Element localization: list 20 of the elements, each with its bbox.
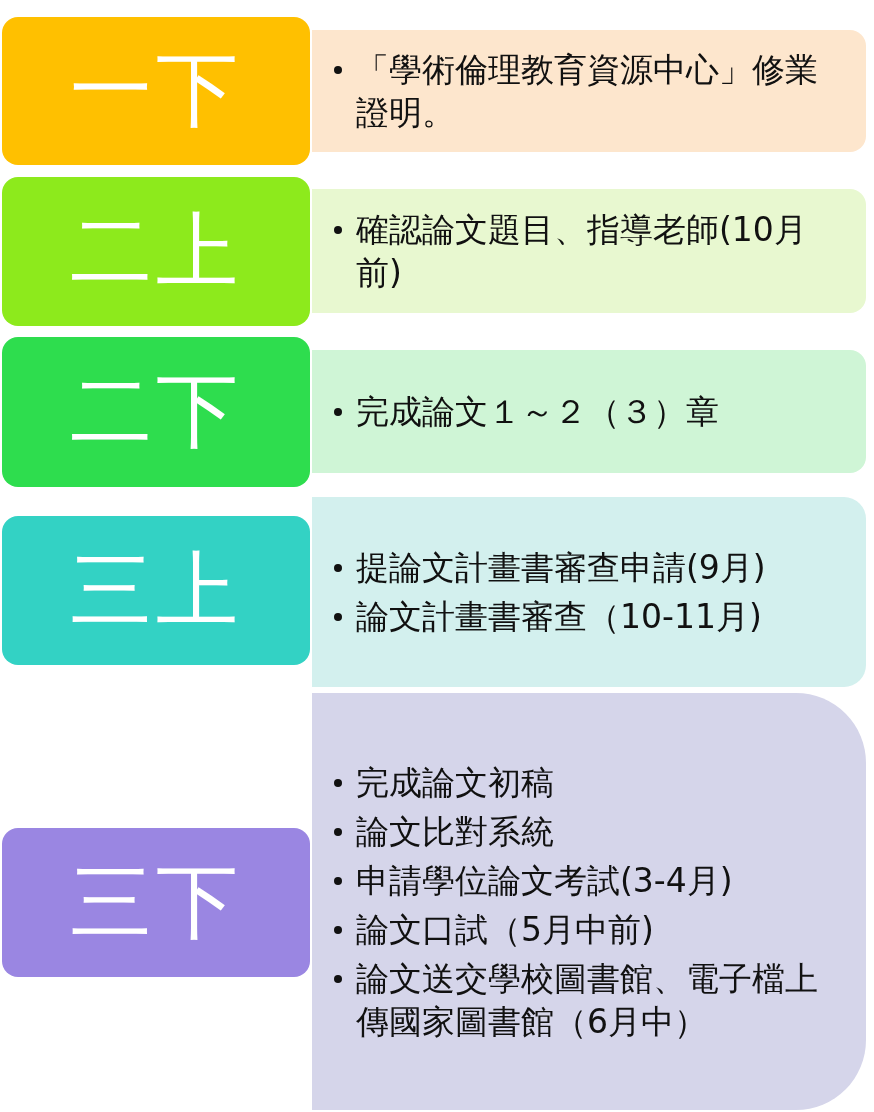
task-text: 完成論文１～２（３）章 xyxy=(356,391,719,433)
task-text: 確認論文題目、指導老師(10月前) xyxy=(356,209,808,294)
stage-box: 二上 xyxy=(2,177,310,326)
task-text: 申請學位論文考試(3-4月) xyxy=(356,859,733,902)
task-panel xyxy=(312,350,866,473)
task-panel xyxy=(312,693,866,1110)
task-panel xyxy=(312,30,866,152)
stage-box: 三上 xyxy=(2,516,310,665)
task-text: 論文比對系統 xyxy=(356,810,554,853)
stage-box: 一下 xyxy=(2,17,310,165)
stage-box: 三下 xyxy=(2,828,310,977)
task-text: 論文送交學校圖書館、電子檔上傳國家圖書館（6月中） xyxy=(356,957,819,1043)
task-text: 「學術倫理教育資源中心」修業證明。 xyxy=(356,49,819,134)
task-panel xyxy=(312,189,866,313)
task-text: 完成論文初稿 xyxy=(356,761,554,804)
task-panel xyxy=(312,497,866,687)
task-text: 論文計畫書審查（10-11月) xyxy=(356,596,762,638)
stage-box: 二下 xyxy=(2,337,310,487)
task-text: 論文口試（5月中前) xyxy=(356,908,654,951)
task-text: 提論文計畫書審查申請(9月) xyxy=(356,547,766,589)
